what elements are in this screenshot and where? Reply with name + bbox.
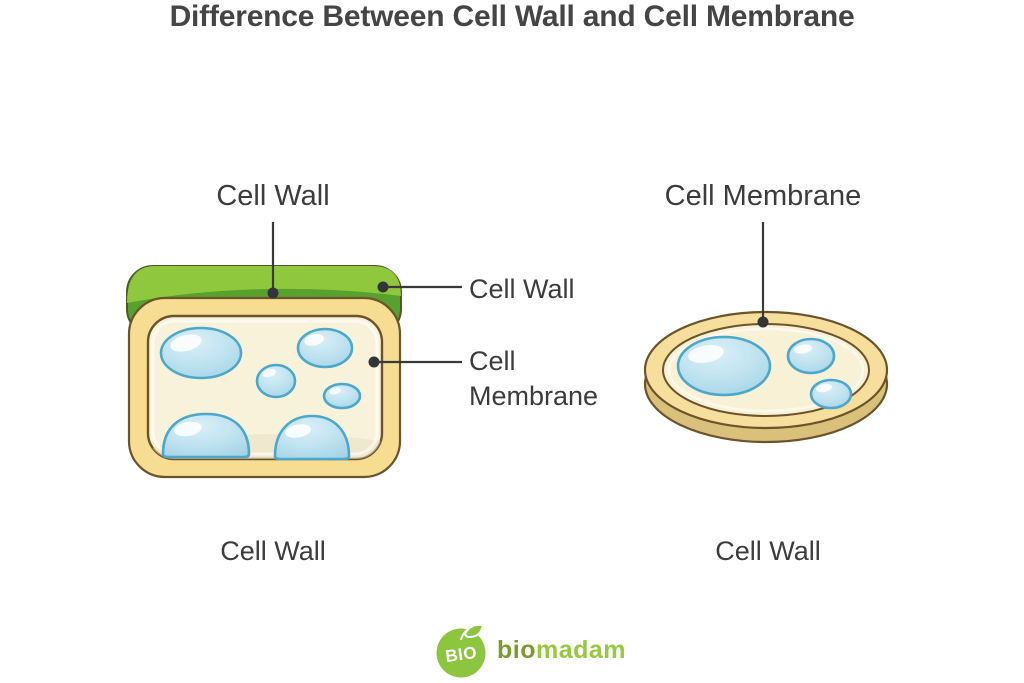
leader-top-cell-membrane xyxy=(757,222,769,328)
leader-dot xyxy=(377,281,389,293)
leaf-stem-icon xyxy=(460,625,474,641)
callout-label-cell-membrane-line1: Cell xyxy=(469,346,516,376)
vacuole-large-top-right xyxy=(296,327,354,369)
logo-wordmark-madam: madam xyxy=(536,635,627,664)
cytoplasm-highlight-ring xyxy=(151,319,379,456)
bio-badge-text: BIO xyxy=(444,643,478,666)
left-figure-caption: Cell Wall xyxy=(220,536,326,566)
callout-label-cell-membrane-line2: Membrane xyxy=(469,381,599,411)
leaf-icon xyxy=(463,623,485,639)
vacuole-large-top-left xyxy=(159,326,243,380)
leader-dot xyxy=(757,316,769,328)
biomadam-logo: BIO biomadam xyxy=(432,622,626,678)
leader-dot xyxy=(368,356,380,368)
vacuoles xyxy=(159,326,362,461)
logo-wordmark: biomadam xyxy=(497,636,626,665)
callout-label-cell-wall: Cell Wall xyxy=(469,274,575,304)
vacuole-dome-bottom-left xyxy=(161,412,251,459)
vacuole-small-bottom xyxy=(809,378,853,410)
callout-label-cell-membrane: Cell Membrane xyxy=(469,344,598,414)
vacuole-small-right xyxy=(322,382,362,410)
vacuole-small-top xyxy=(786,337,836,375)
right-figure-caption: Cell Wall xyxy=(715,536,821,566)
leader-side-cell-membrane xyxy=(368,356,462,368)
cell-wall-light-band xyxy=(127,266,401,303)
vacuole-large xyxy=(676,335,772,397)
vacuole-small-center xyxy=(255,363,297,399)
logo-wordmark-bio: bio xyxy=(497,635,536,664)
leader-top-cell-wall xyxy=(267,222,279,299)
cell-membrane-figure xyxy=(643,222,889,444)
bio-badge-icon: BIO xyxy=(436,623,486,678)
vacuole-dome-bottom-right xyxy=(273,414,351,461)
left-figure-pointer-label: Cell Wall xyxy=(216,180,330,212)
disc-highlight-ring xyxy=(667,327,865,413)
bio-badge-circle xyxy=(436,628,486,678)
leader-side-cell-wall xyxy=(377,281,462,293)
page-title: Difference Between Cell Wall and Cell Me… xyxy=(169,0,855,33)
right-figure-pointer-label: Cell Membrane xyxy=(664,180,862,212)
disc-vacuoles xyxy=(676,335,853,410)
cell-wall-figure xyxy=(126,222,462,479)
leader-dot xyxy=(267,287,279,299)
